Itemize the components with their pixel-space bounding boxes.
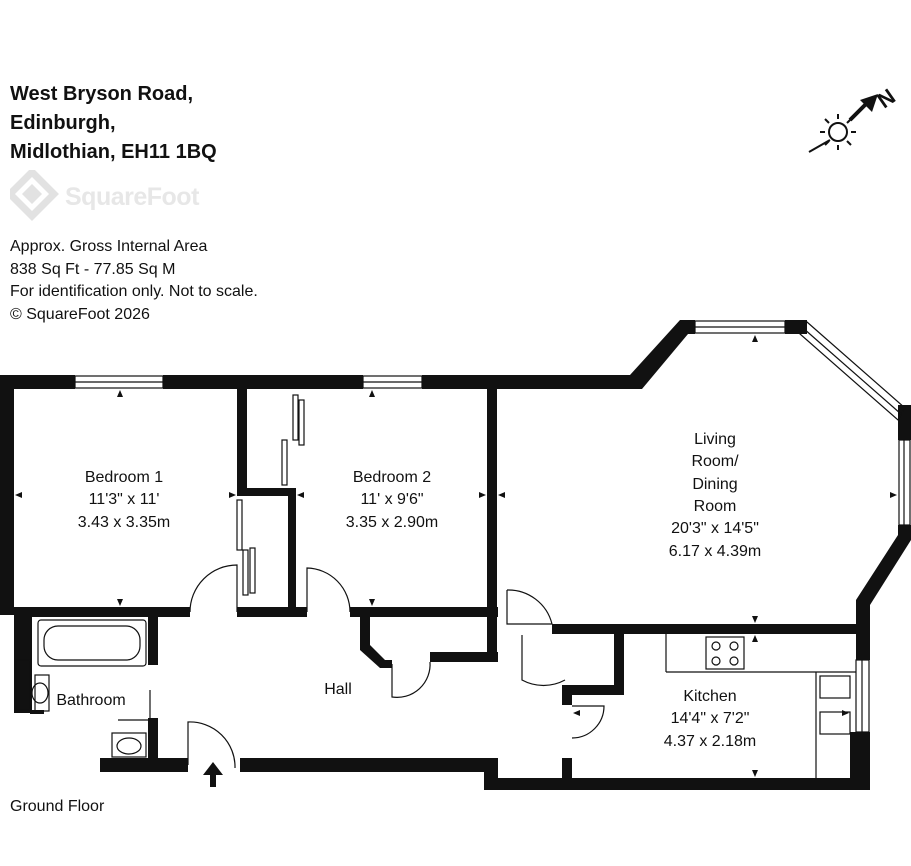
- area-info: Approx. Gross Internal Area 838 Sq Ft - …: [10, 236, 258, 326]
- bedroom-1-metric: 3.43 x 3.35m: [78, 514, 171, 531]
- bedroom-1-name: Bedroom 1: [85, 469, 163, 486]
- bedroom-2-imperial: 11' x 9'6": [360, 491, 423, 508]
- bathroom-name: Bathroom: [56, 692, 125, 709]
- address-line-2: Edinburgh,: [10, 112, 116, 134]
- living-metric: 6.17 x 4.39m: [669, 543, 762, 560]
- info-line-3: For identification only. Not to scale.: [10, 283, 258, 300]
- living-name-3: Dining: [692, 476, 737, 493]
- room-living-dining: Living Room/ Dining Room 20'3" x 14'5" 6…: [669, 431, 762, 560]
- info-line-1: Approx. Gross Internal Area: [10, 238, 208, 255]
- room-bedroom-1: Bedroom 1 11'3" x 11' 3.43 x 3.35m: [78, 469, 171, 531]
- kitchen-imperial: 14'4" x 7'2": [671, 710, 750, 727]
- bedroom-2-name: Bedroom 2: [353, 469, 431, 486]
- address-line-3: Midlothian, EH11 1BQ: [10, 141, 217, 163]
- info-line-2: 838 Sq Ft - 77.85 Sq M: [10, 260, 176, 278]
- brand-logo-text: SquareFoot: [65, 183, 199, 211]
- property-address: West Bryson Road, Edinburgh, Midlothian,…: [10, 80, 217, 167]
- info-line-4: © SquareFoot 2026: [10, 305, 150, 323]
- entrance-arrow-icon: [203, 762, 223, 787]
- living-name-4: Room: [694, 498, 737, 515]
- dimension-arrows: [15, 335, 897, 777]
- brand-logo-icon: [5, 167, 59, 221]
- living-name-2: Room/: [691, 453, 739, 470]
- doors: [118, 394, 605, 769]
- floor-label: Ground Floor: [10, 798, 105, 815]
- kitchen-metric: 4.37 x 2.18m: [664, 733, 757, 750]
- bedroom-2-metric: 3.35 x 2.90m: [346, 514, 439, 531]
- hall-name: Hall: [324, 681, 352, 698]
- outer-walls: [0, 320, 911, 790]
- living-name-1: Living: [694, 431, 736, 448]
- bedroom-1-imperial: 11'3" x 11': [89, 491, 160, 508]
- living-imperial: 20'3" x 14'5": [671, 520, 759, 537]
- room-bedroom-2: Bedroom 2 11' x 9'6" 3.35 x 2.90m: [346, 469, 439, 531]
- kitchen-name: Kitchen: [683, 688, 736, 705]
- brand-logo: SquareFoot: [5, 167, 210, 226]
- windows: [15, 320, 911, 733]
- interior-walls: [14, 389, 856, 760]
- room-kitchen: Kitchen 14'4" x 7'2" 4.37 x 2.18m: [664, 688, 757, 750]
- address-line-1: West Bryson Road,: [10, 83, 193, 105]
- fixtures: [31, 619, 856, 778]
- sun-compass-icon: N: [808, 84, 900, 153]
